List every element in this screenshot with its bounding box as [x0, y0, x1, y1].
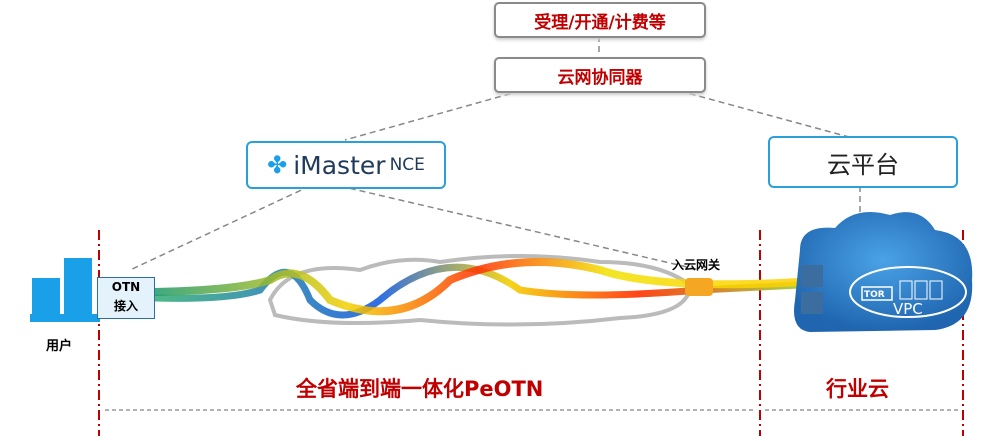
user-label: 用户: [46, 339, 73, 354]
brand-main: Master: [300, 150, 386, 180]
peotn-span-label: 全省端到端一体化PeOTN: [296, 377, 544, 401]
otn-access-box: OTN 接入: [97, 277, 155, 319]
tor-label: TOR: [864, 290, 885, 300]
gateway-device: [685, 278, 713, 296]
building-icon: [30, 258, 100, 322]
coordinator-box: 云网协同器: [494, 57, 706, 93]
cloud-platform-box: 云平台: [768, 136, 958, 188]
switch-icon: [801, 265, 823, 287]
business-box: 受理/开通/计费等: [494, 2, 706, 38]
brand-i: i: [293, 150, 301, 180]
vpc-label: VPC: [893, 300, 923, 318]
industry-cloud: [794, 211, 973, 332]
industry-cloud-span-label: 行业云: [826, 377, 889, 401]
fan-logo-icon: ✤: [267, 151, 288, 179]
access-label: 接入: [113, 299, 138, 313]
brand-suffix: NCE: [389, 155, 425, 175]
switch-icon: [801, 292, 823, 314]
otn-label: OTN: [111, 280, 141, 294]
gateway-label: 入云网关: [672, 258, 721, 272]
